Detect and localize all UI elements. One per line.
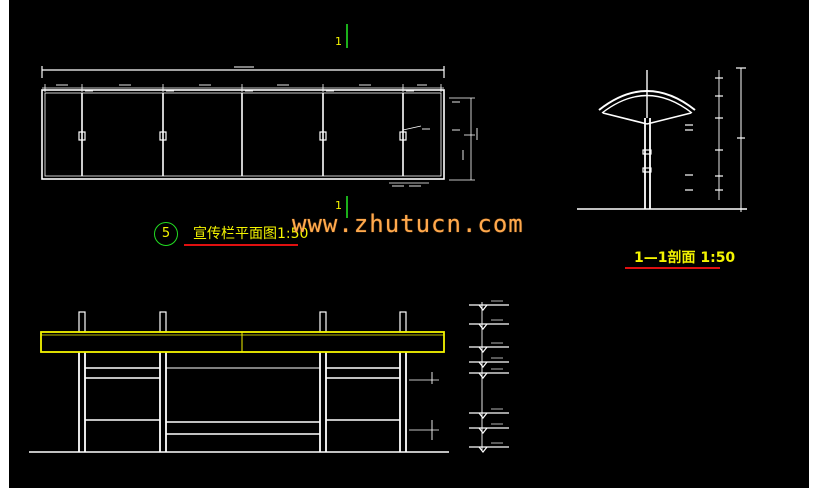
plan-number-circle: 5	[154, 222, 178, 246]
section-title: 1—1剖面 1:50	[634, 250, 736, 266]
section-view	[577, 67, 747, 212]
plan-view	[41, 66, 475, 184]
cut-mark-bottom-label: 1	[335, 199, 342, 212]
elevation-view	[29, 300, 509, 453]
cad-linework	[29, 24, 747, 453]
plan-title: 宣传栏平面图1:50	[193, 226, 309, 242]
cut-mark-top-label: 1	[335, 35, 342, 48]
cad-drawing-canvas: 1 1 5 宣传栏平面图1:50 1—1剖面 1:50 www.zhutucn.…	[9, 0, 809, 488]
watermark-text: www.zhutucn.com	[292, 210, 524, 238]
